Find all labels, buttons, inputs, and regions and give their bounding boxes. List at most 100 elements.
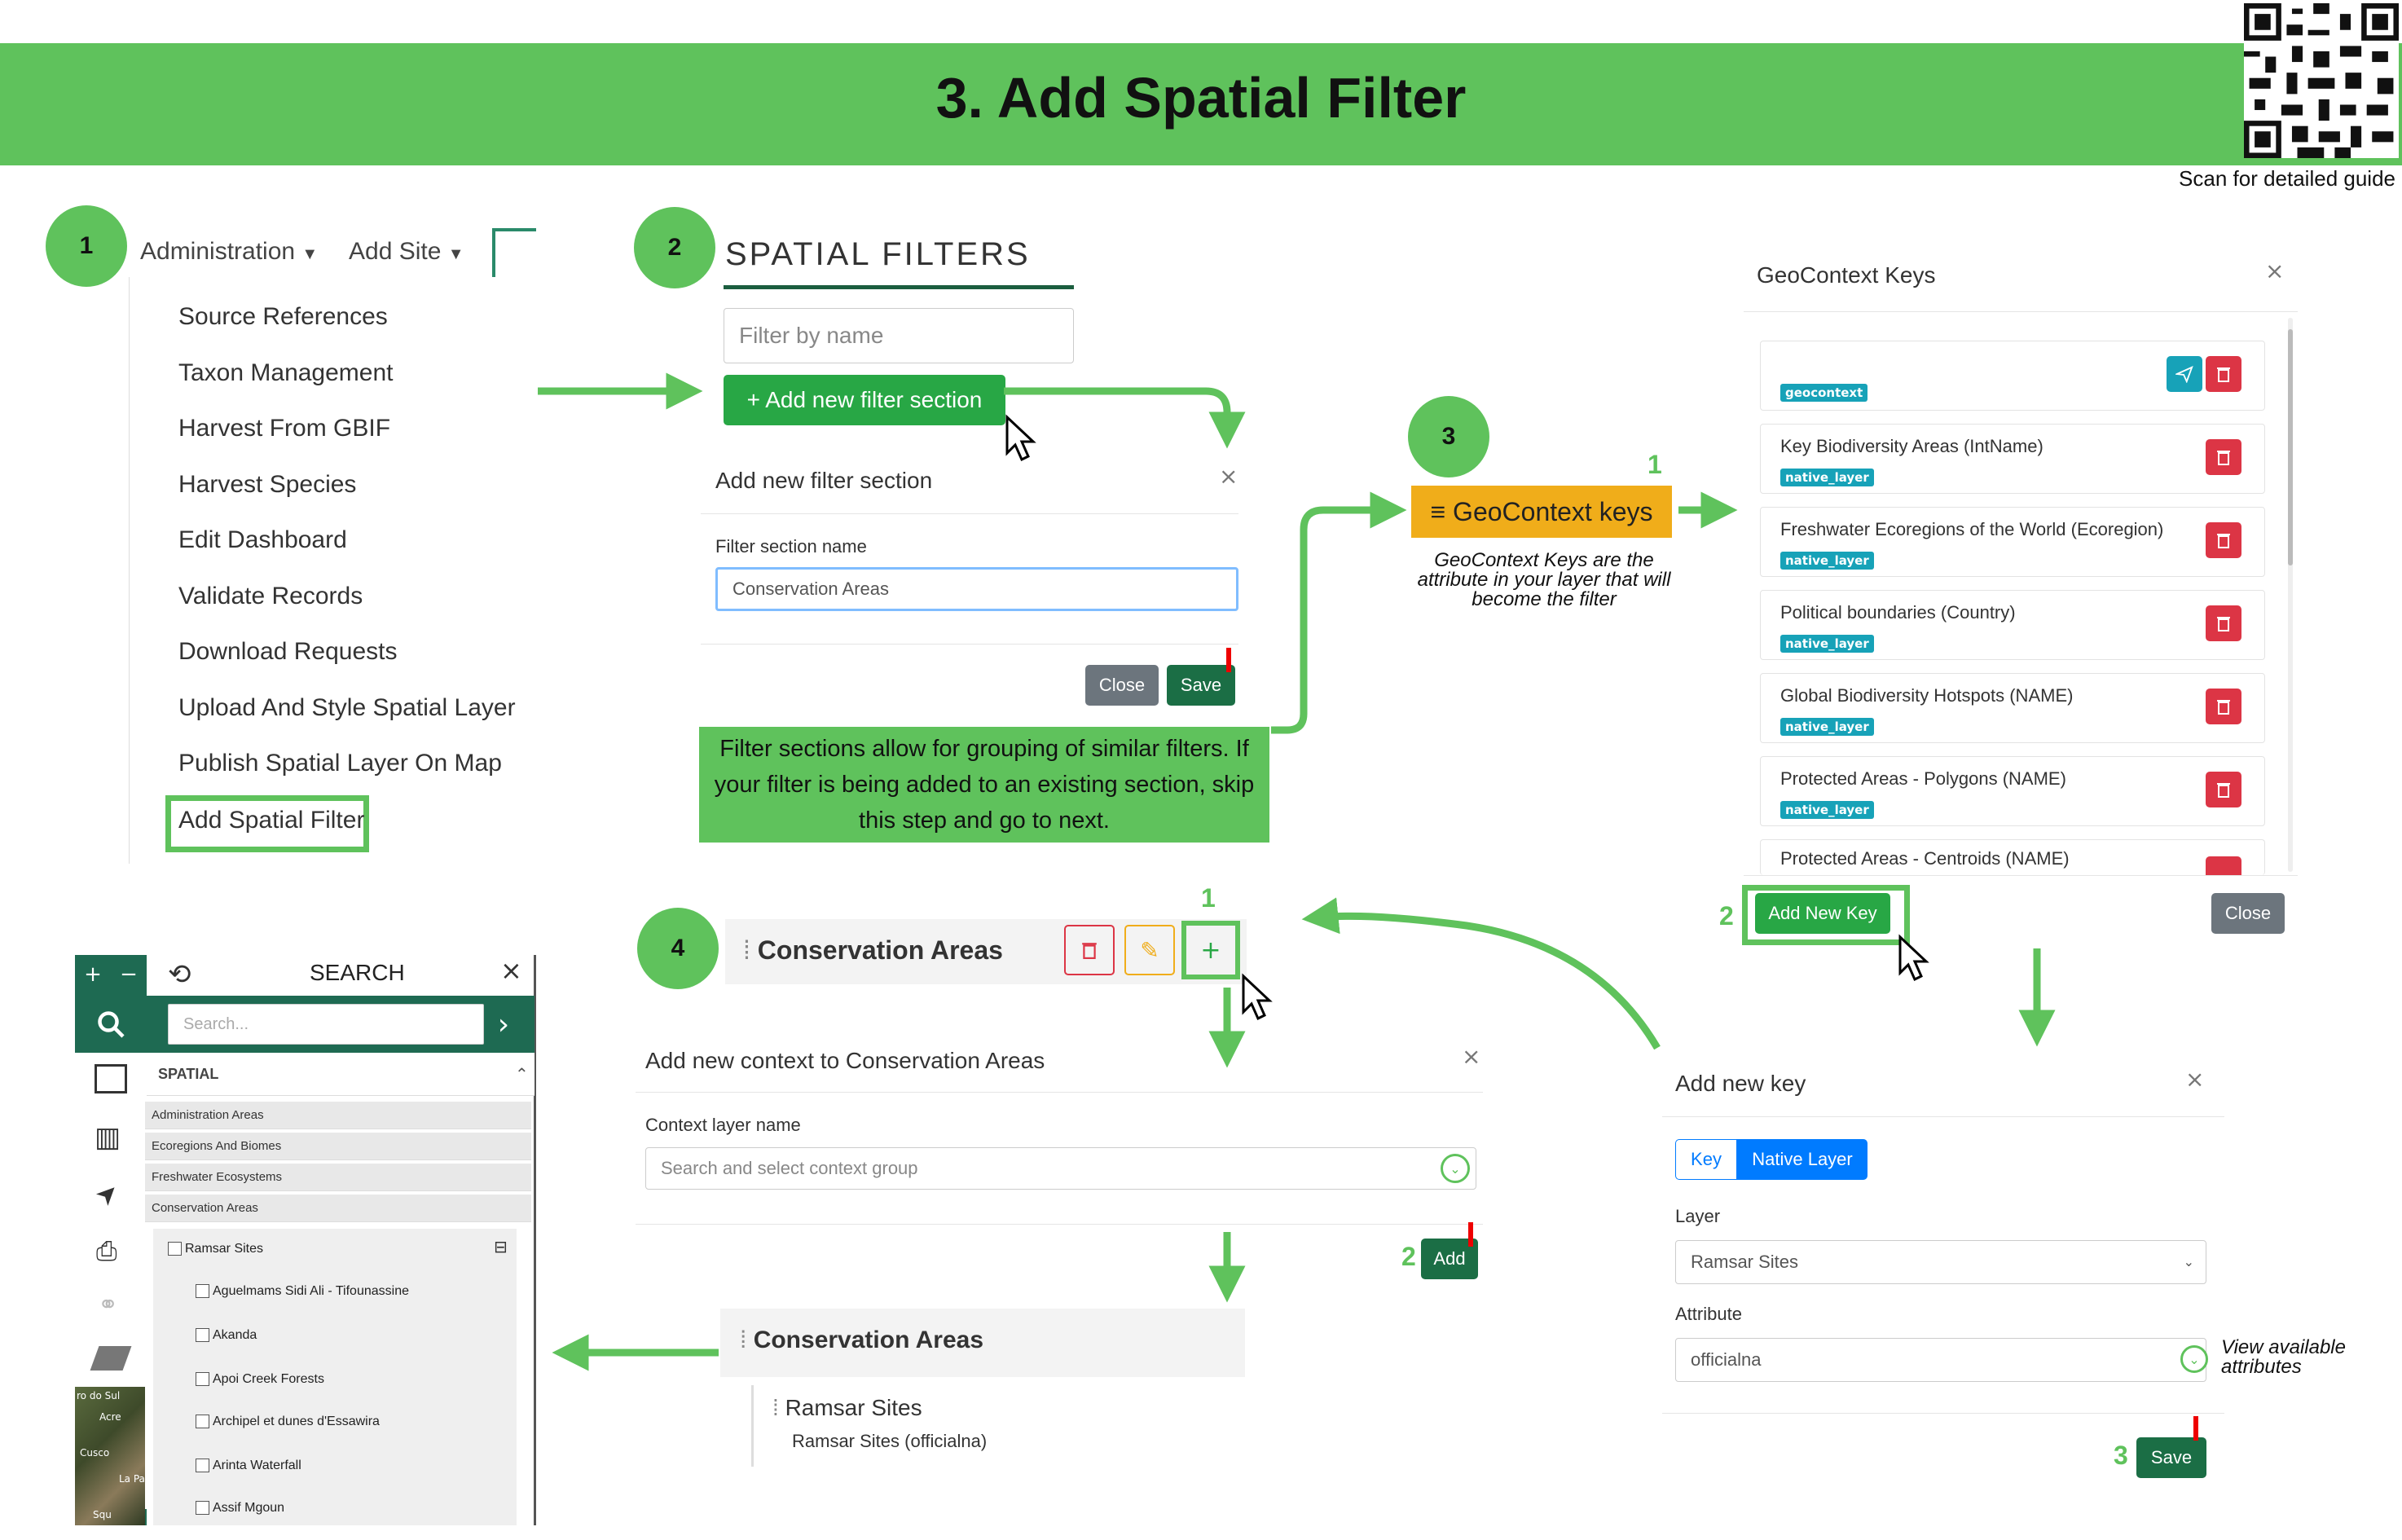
ramsar-site[interactable]: Aguelmams Sidi Ali - Tifounassine — [196, 1284, 409, 1299]
add-filter-section-button[interactable]: + Add new filter section — [724, 375, 1005, 425]
delete-icon[interactable] — [2206, 856, 2241, 875]
key-tag: native_layer — [1780, 552, 1874, 570]
geocontext-keys-button[interactable]: ≡ GeoContext keys — [1411, 486, 1672, 538]
callout-number: 1 — [1201, 883, 1216, 913]
step-2-badge: 2 — [634, 207, 715, 288]
checkbox[interactable] — [196, 1284, 209, 1299]
reset-icon[interactable]: ⟲ — [168, 958, 191, 991]
delete-icon[interactable] — [2206, 689, 2241, 724]
spatial-filters-heading: SPATIAL FILTERS — [725, 236, 1031, 272]
chevron-up-icon[interactable]: ⌃ — [515, 1064, 529, 1084]
menu-item-add-spatial-filter[interactable]: Add Spatial Filter — [178, 807, 365, 834]
spatial-header[interactable] — [147, 1053, 535, 1096]
close-icon[interactable]: × — [1462, 1043, 1481, 1070]
key-name: Protected Areas - Polygons (NAME) — [1780, 768, 2066, 789]
checkbox[interactable] — [196, 1459, 209, 1473]
checkbox[interactable] — [196, 1372, 209, 1387]
nav-add-site[interactable]: Add Site ▼ — [349, 238, 464, 266]
search-input[interactable]: Search... — [168, 1004, 484, 1045]
geocontext-key-card: Global Biodiversity Hotspots (NAME) nati… — [1760, 673, 2265, 743]
zoom-controls: +− — [75, 955, 147, 994]
add-filter-section-modal: Add new filter section × Filter section … — [701, 448, 1247, 741]
checkbox[interactable] — [168, 1242, 182, 1256]
drag-handle-icon[interactable]: ⁞ — [740, 1327, 747, 1353]
ramsar-group[interactable]: Ramsar Sites — [168, 1242, 263, 1256]
spatial-category[interactable]: Administration Areas — [145, 1102, 531, 1129]
conservation-list — [153, 1229, 517, 1525]
checkbox[interactable] — [196, 1328, 209, 1343]
collapse-icon[interactable]: ⊟ — [494, 1237, 508, 1256]
checkbox[interactable] — [196, 1501, 209, 1516]
menu-item-harvest-gbif[interactable]: Harvest From GBIF — [178, 415, 391, 442]
menu-item-download-requests[interactable]: Download Requests — [178, 638, 398, 665]
menu-item-source-references[interactable]: Source References — [178, 303, 388, 330]
zoom-in-icon[interactable]: + — [84, 962, 102, 987]
menu-item-publish-layer[interactable]: Publish Spatial Layer On Map — [178, 750, 502, 777]
close-button[interactable]: Close — [1085, 665, 1159, 706]
delete-icon[interactable] — [2206, 522, 2241, 558]
key-name: Freshwater Ecoregions of the World (Ecor… — [1780, 519, 2164, 539]
spatial-category[interactable]: Conservation Areas — [145, 1195, 531, 1222]
search-submit-icon[interactable]: › — [497, 1007, 510, 1041]
checkbox[interactable] — [196, 1415, 209, 1429]
link-icon[interactable]: ⚭ — [98, 1291, 119, 1319]
menu-item-harvest-species[interactable]: Harvest Species — [178, 471, 357, 498]
menu-item-upload-style-layer[interactable]: Upload And Style Spatial Layer — [178, 694, 516, 721]
filter-section-note: Filter sections allow for grouping of si… — [699, 727, 1269, 843]
zoom-out-icon[interactable]: − — [120, 962, 138, 987]
context-layer-select[interactable]: Search and select context group — [645, 1147, 1476, 1190]
nav-administration[interactable]: Administration ▼ — [140, 238, 318, 266]
chevron-down-icon[interactable]: ⌄ — [2180, 1345, 2208, 1373]
new-key-save-button[interactable]: Save — [2136, 1437, 2206, 1478]
filter-section-name-input[interactable]: Conservation Areas — [715, 567, 1238, 611]
spatial-category[interactable]: Freshwater Ecosystems — [145, 1164, 531, 1191]
scrollbar-thumb[interactable] — [2288, 329, 2293, 565]
drag-handle-icon[interactable]: ⁞ — [743, 935, 750, 965]
menu-item-validate-records[interactable]: Validate Records — [178, 583, 363, 609]
add-new-key-button[interactable]: Add New Key — [1755, 893, 1890, 934]
layer-select[interactable]: Ramsar Sites⌄ — [1675, 1240, 2206, 1284]
ramsar-site[interactable]: Archipel et dunes d'Essawira — [196, 1415, 380, 1429]
close-icon[interactable]: × — [2185, 1066, 2205, 1093]
pencil-icon[interactable]: ✎ — [1124, 925, 1175, 975]
add-context-plus-button[interactable]: + — [1181, 921, 1240, 979]
caret-down-icon: ▼ — [301, 245, 319, 263]
delete-icon[interactable] — [2206, 356, 2241, 392]
geocontext-close-button[interactable]: Close — [2211, 893, 2285, 934]
close-icon[interactable]: × — [2265, 257, 2285, 284]
select-area-icon[interactable] — [95, 1064, 127, 1093]
drag-handle-icon[interactable]: ⁞ — [772, 1395, 779, 1420]
attribute-select[interactable]: officialna — [1675, 1338, 2206, 1382]
nav-partial-box — [492, 228, 536, 277]
print-icon[interactable]: ⎙ — [96, 1235, 117, 1266]
menu-item-edit-dashboard[interactable]: Edit Dashboard — [178, 526, 347, 553]
delete-icon[interactable] — [2206, 439, 2241, 475]
ramsar-site[interactable]: Arinta Waterfall — [196, 1459, 301, 1473]
map-icon[interactable]: ▥ — [95, 1121, 121, 1154]
close-icon[interactable]: × — [500, 955, 522, 986]
delete-icon[interactable] — [2206, 772, 2241, 807]
delete-icon[interactable] — [2206, 605, 2241, 641]
scrollbar-track[interactable] — [2288, 318, 2293, 872]
chevron-down-icon[interactable]: ⌄ — [1441, 1154, 1470, 1183]
layer-select-value: Ramsar Sites — [1691, 1252, 1799, 1272]
geocontext-key-card: Freshwater Ecoregions of the World (Ecor… — [1760, 507, 2265, 577]
step-1-badge: 1 — [46, 205, 127, 287]
tab-native-layer[interactable]: Native Layer — [1737, 1139, 1867, 1180]
tab-key[interactable]: Key — [1675, 1139, 1737, 1180]
spatial-category[interactable]: Ecoregions And Biomes — [145, 1133, 531, 1160]
ramsar-site[interactable]: Akanda — [196, 1328, 257, 1343]
red-pointer-mark — [2193, 1416, 2198, 1441]
menu-item-taxon-management[interactable]: Taxon Management — [178, 359, 394, 386]
map-thumbnail[interactable] — [75, 1387, 145, 1525]
ramsar-site[interactable]: Apoi Creek Forests — [196, 1372, 324, 1387]
close-icon[interactable]: × — [1219, 463, 1238, 490]
section-row-title: ⁞ Conservation Areas — [743, 935, 1003, 966]
send-icon[interactable] — [2167, 356, 2202, 392]
save-button[interactable]: Save — [1167, 665, 1235, 706]
search-icon[interactable] — [75, 996, 147, 1053]
ramsar-site-label: Akanda — [213, 1328, 257, 1342]
trash-icon[interactable] — [1064, 925, 1115, 975]
ramsar-site[interactable]: Assif Mgoun — [196, 1501, 284, 1516]
filter-by-name-input[interactable]: Filter by name — [724, 308, 1074, 363]
